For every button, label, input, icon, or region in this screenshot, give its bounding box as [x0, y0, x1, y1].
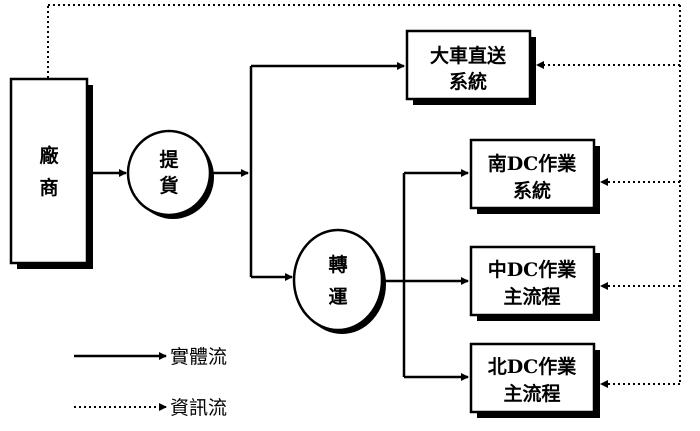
vendor-label-1: 廠	[39, 144, 59, 167]
direct-delivery-box: 大車直送 系統	[405, 29, 536, 105]
legend: 實體流 資訊流	[74, 346, 227, 419]
transfer-node: 轉 運	[292, 228, 386, 334]
south-label-1: 南DC作業	[488, 152, 578, 175]
direct-label-1: 大車直送	[430, 44, 507, 67]
legend-physical-flow: 實體流	[170, 346, 227, 368]
pickup-label-2: 貨	[159, 174, 178, 197]
pickup-label-1: 提	[159, 148, 179, 171]
physical-flow-lines	[88, 62, 469, 381]
legend-info-flow: 資訊流	[170, 397, 227, 419]
transfer-label-2: 運	[328, 286, 347, 308]
pickup-node: 提 貨	[126, 129, 214, 219]
info-flow-lines	[47, 4, 681, 388]
north-label-1: 北DC作業	[488, 355, 578, 378]
central-dc-box: 中DC作業 主流程	[469, 245, 600, 321]
north-label-2: 主流程	[503, 382, 560, 405]
transfer-label-1: 轉	[328, 254, 347, 276]
direct-label-2: 系統	[449, 70, 487, 93]
north-dc-box: 北DC作業 主流程	[469, 342, 600, 418]
south-dc-box: 南DC作業 系統	[469, 138, 600, 214]
central-label-2: 主流程	[503, 285, 560, 308]
south-label-2: 系統	[513, 179, 551, 202]
vendor-box: 廠 商	[9, 77, 93, 269]
central-label-1: 中DC作業	[488, 258, 578, 281]
vendor-label-2: 商	[39, 176, 58, 199]
